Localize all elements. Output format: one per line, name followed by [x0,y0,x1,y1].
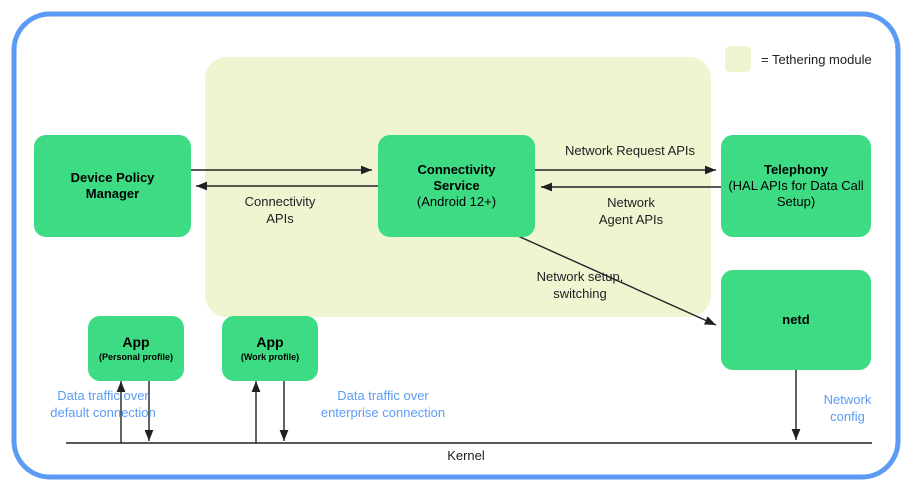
legend: = Tethering module [725,46,872,72]
kernel-label: Kernel [447,448,485,463]
node-app-personal-profile[interactable]: App (Personal profile) [88,316,184,381]
node-subtitle: (HAL APIs for Data Call Setup) [728,177,864,210]
node-title-line1: Device Policy [70,169,155,185]
legend-label-tethering: = Tethering module [761,51,872,67]
node-subtitle: (Android 12+) [416,194,497,210]
node-device-policy-manager[interactable]: Device Policy Manager [34,135,191,237]
node-title-line2: Service [433,177,480,193]
node-netd[interactable]: netd [721,270,871,370]
arrow-connectivity-to-netd [517,235,717,326]
node-telephony[interactable]: Telephony (HAL APIs for Data Call Setup) [721,135,871,237]
edge-label-connectivity-apis: Connectivity APIs [244,194,316,226]
node-subtitle: (Personal profile) [98,351,173,362]
edge-label-network-setup-switching: Network setup, switching [536,269,624,301]
node-connectivity-service[interactable]: Connectivity Service (Android 12+) [378,135,535,237]
edge-label-network-request-apis: Network Request APIs [564,143,696,158]
edge-label-data-traffic-enterprise: Data traffic over enterprise connection [320,388,446,420]
node-app-work-profile[interactable]: App (Work profile) [222,316,318,381]
edge-label-network-agent-apis: Network Agent APIs [598,195,664,227]
node-subtitle: (Work profile) [240,351,300,362]
node-title-line1: Telephony [763,161,829,177]
node-title-line1: App [122,334,150,351]
edge-label-network-config: Network config [823,392,872,424]
legend-swatch-tethering [725,46,751,72]
edge-label-data-traffic-default: Data traffic over default connection [50,388,156,420]
node-title-line1: netd [782,311,810,327]
outer-container-border [11,11,901,480]
node-title-line1: Connectivity [417,161,496,177]
node-title-line1: App [256,334,284,351]
node-title-line2: Manager [85,186,140,201]
